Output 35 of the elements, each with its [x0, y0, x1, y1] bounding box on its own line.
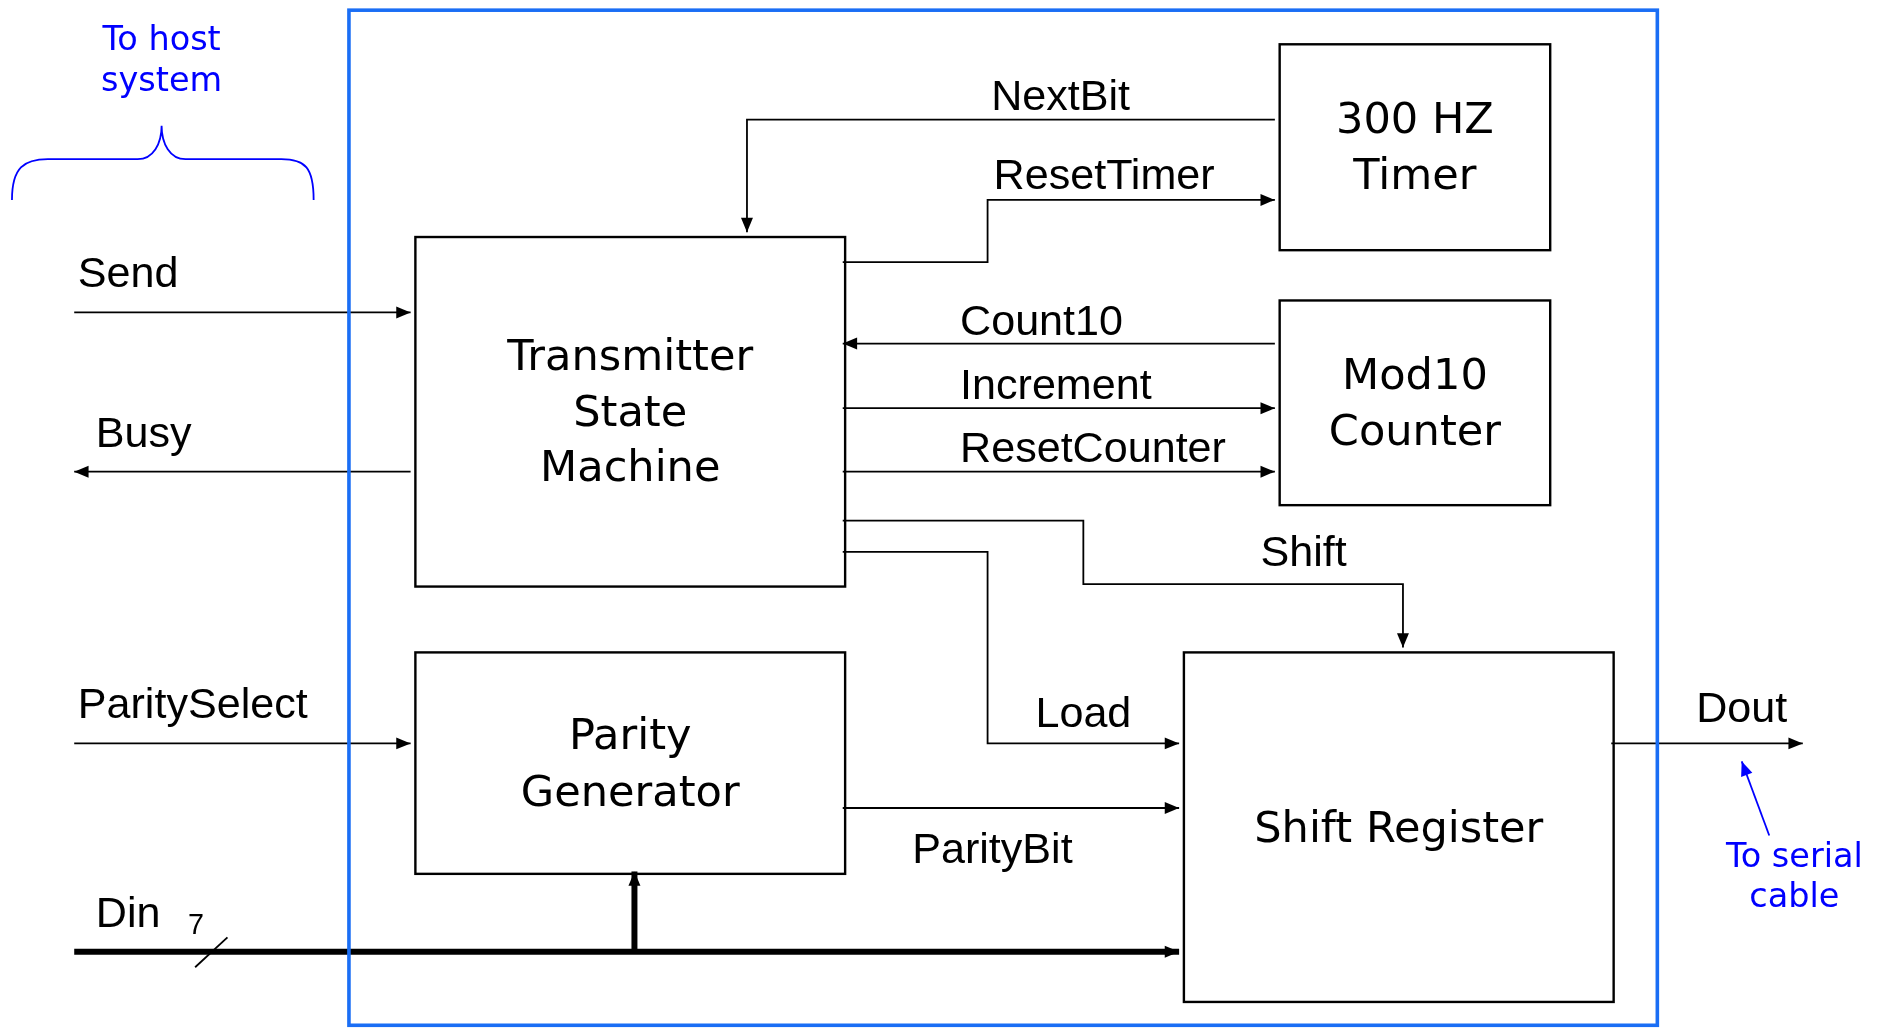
signal-label: Din	[95, 890, 161, 934]
signal-label: ResetTimer	[993, 153, 1215, 197]
signal-label: Busy	[95, 410, 192, 454]
block-box	[1278, 43, 1552, 252]
arrow	[73, 737, 412, 750]
signal-label: Send	[77, 251, 179, 295]
signal-label: ResetCounter	[960, 426, 1226, 470]
block-label: Transmitter State Machine	[506, 329, 755, 494]
arrow	[741, 118, 1276, 234]
annotation-text: To host system	[100, 19, 224, 100]
annotation-text: To serial cable	[1714, 835, 1875, 916]
signal-label: Increment	[960, 362, 1152, 406]
block-label: 300 HZ Timer	[1335, 92, 1495, 201]
signal-label: Dout	[1696, 685, 1788, 729]
bus-width-label: 7	[187, 909, 204, 939]
block-box	[414, 235, 847, 588]
block-label: Parity Generator	[519, 708, 741, 817]
block-box	[414, 651, 847, 876]
arrow	[1610, 737, 1804, 750]
arrow	[628, 871, 641, 952]
block-box	[1278, 299, 1552, 507]
signal-label: ParityBit	[912, 827, 1073, 871]
signal-label: ParitySelect	[77, 682, 308, 726]
signal-label: NextBit	[991, 74, 1131, 118]
block-label: Mod10 Counter	[1327, 348, 1503, 457]
boundary-box	[347, 8, 1660, 1028]
signal-label: Count10	[960, 299, 1123, 343]
block-label: Shift Register	[1254, 800, 1544, 853]
block-box	[1182, 651, 1615, 1004]
signal-label: Shift	[1260, 530, 1347, 574]
signal-label: Load	[1035, 690, 1132, 734]
arrow	[74, 945, 1180, 958]
arrow	[73, 306, 412, 319]
leader-line	[1740, 760, 1771, 837]
arrow	[73, 465, 412, 478]
